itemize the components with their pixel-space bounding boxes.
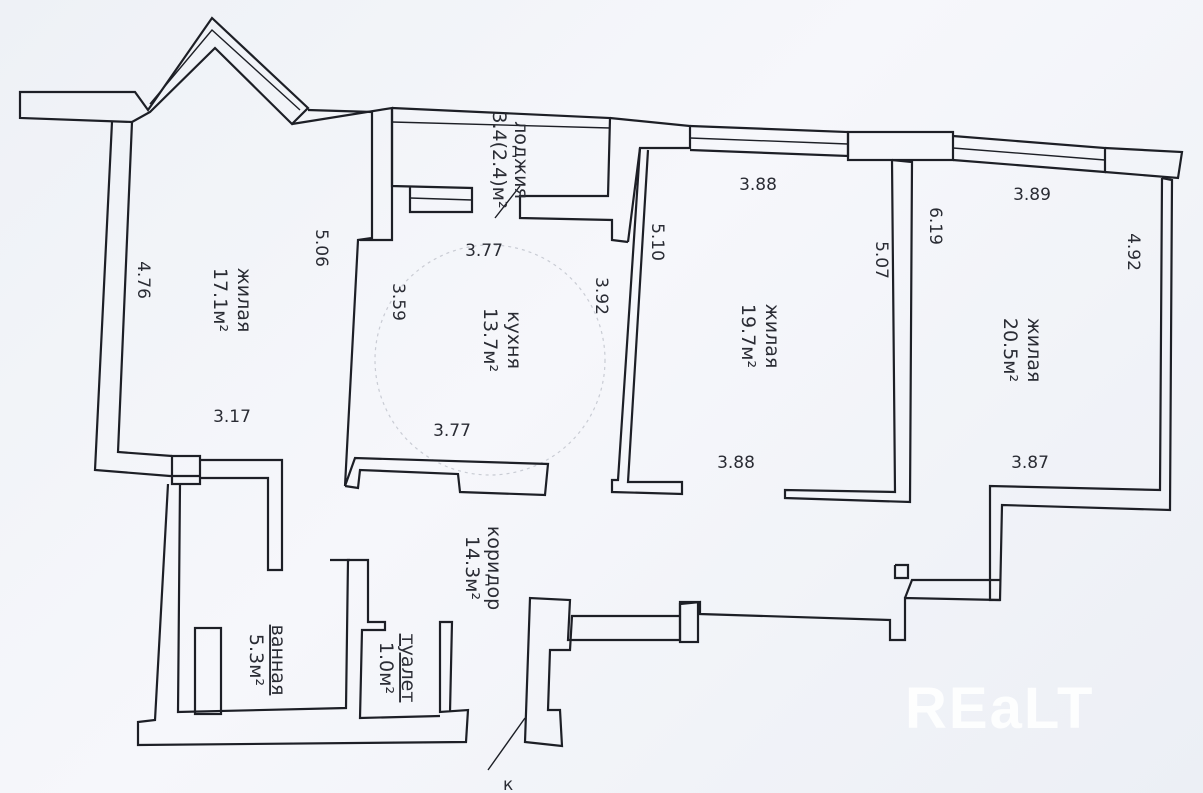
bathroom-area: 5.3м² [245, 634, 267, 686]
dim-room3-right: 4.92 [1123, 233, 1143, 271]
dim-room2-left: 5.10 [647, 223, 667, 261]
room1-area: 17.1м² [209, 268, 231, 332]
room2-name: жилая [761, 304, 783, 369]
bathroom-name: ванная [267, 625, 289, 696]
room2-walls [610, 147, 914, 504]
dim-room3-top: 3.89 [1013, 185, 1051, 205]
dim-room1-bottom: 3.17 [213, 407, 251, 427]
dim-kitchen-left: 3.59 [388, 283, 408, 321]
dim-room2-bottom: 3.88 [717, 453, 755, 473]
room3-area: 20.5м² [999, 318, 1021, 382]
dim-room3-bottom: 3.87 [1011, 453, 1049, 473]
dim-room1-right: 5.06 [311, 229, 331, 267]
room1-label: жилая 17.1м² [209, 268, 255, 333]
room1-name: жилая [233, 268, 255, 333]
top-window-wall [689, 124, 1184, 180]
dim-kitchen-bottom: 3.77 [433, 421, 471, 441]
dim-room2-top: 3.88 [739, 175, 777, 195]
kitchen-area: 13.7м² [479, 308, 501, 372]
kitchen-name: кухня [503, 311, 525, 369]
dim-room1-left: 4.76 [133, 261, 153, 299]
dim-kitchen-right: 3.92 [591, 277, 611, 315]
corridor-walls [523, 563, 1001, 748]
toilet-area: 1.0м² [375, 642, 397, 694]
loggia-name: лоджия [510, 121, 532, 199]
room2-label: жилая 19.7м² [737, 304, 783, 369]
corridor-area: 14.3м² [461, 536, 483, 600]
entrance-marker [487, 717, 526, 771]
room3-label: жилая 20.5м² [999, 318, 1045, 383]
realt-watermark: REaLT [905, 676, 1094, 741]
dim-room3-left: 6.19 [925, 207, 945, 245]
bathroom-toilet-walls [136, 483, 470, 747]
room1-walls [93, 121, 284, 572]
bathroom-label: ванная 5.3м² [245, 625, 289, 696]
room3-name: жилая [1023, 318, 1045, 383]
loggia-walls [391, 106, 692, 244]
loggia-area: 3.4(2.4)м² [488, 111, 510, 208]
bay-window [18, 16, 310, 126]
loggia-label: лоджия 3.4(2.4)м² [488, 111, 532, 208]
room3-walls [988, 176, 1174, 602]
dim-room2-right: 5.07 [871, 241, 891, 279]
dim-kitchen-top: 3.77 [465, 241, 503, 261]
edge-fragment: к [503, 775, 513, 793]
stamp-mark [374, 244, 606, 476]
room2-area: 19.7м² [737, 304, 759, 368]
corridor-name: коридор [483, 526, 505, 610]
kitchen-bottom-wall [343, 456, 550, 497]
toilet-label: туалет 1.0м² [375, 634, 419, 703]
corridor-label: коридор 14.3м² [461, 526, 505, 610]
kitchen-label: кухня 13.7м² [479, 308, 525, 372]
toilet-name: туалет [397, 634, 419, 703]
